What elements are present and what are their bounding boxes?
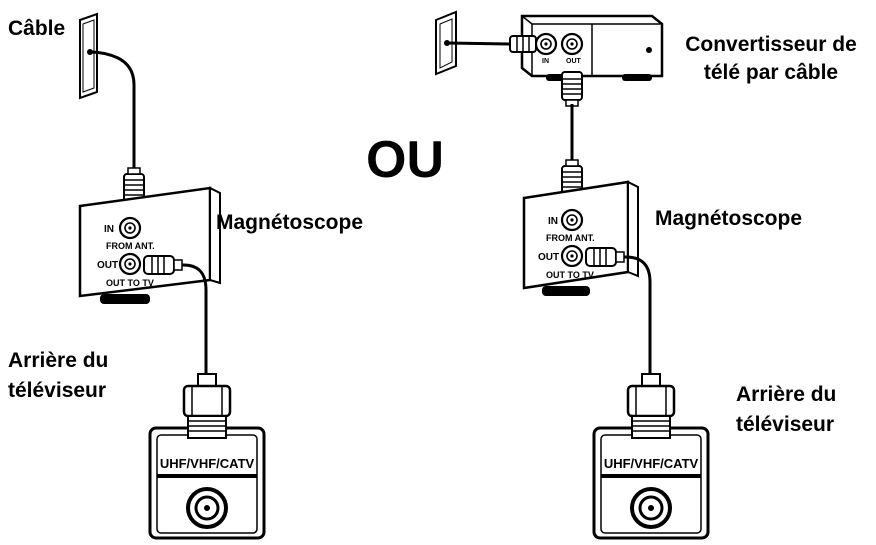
right-cable-converter: IN OUT xyxy=(520,14,664,81)
left-cable-vcr-to-tv xyxy=(181,263,208,376)
left-wall-outlet xyxy=(79,12,98,100)
left-vcr-in-label: IN xyxy=(104,224,114,235)
left-cable-wall-to-vcr xyxy=(89,50,136,178)
left-tv-label-line2: téléviseur xyxy=(8,379,107,402)
right-tv-panel-label: UHF/VHF/CATV xyxy=(604,456,699,471)
right-vcr-in-label: IN xyxy=(548,216,558,227)
right-tv-label-line2: téléviseur xyxy=(736,413,835,436)
right-converter-out-jack xyxy=(560,32,584,56)
left-vcr-label: Magnétoscope xyxy=(216,211,364,234)
left-diagram: IN FROM ANT. OUT OUT TO TV UHF/VHF/CATV xyxy=(78,12,266,540)
right-converter-out-connector xyxy=(561,71,583,107)
right-vcr-from-ant-label: FROM ANT. xyxy=(546,233,595,243)
right-cable-wall-to-converter xyxy=(446,41,513,46)
right-converter-label-line1: Convertisseur de xyxy=(685,33,857,56)
right-tv-back: UHF/VHF/CATV xyxy=(592,426,710,540)
right-vcr-out-to-tv-label: OUT TO TV xyxy=(546,270,594,280)
right-vcr-out-label: OUT xyxy=(538,252,559,263)
or-separator: OU xyxy=(366,131,444,189)
left-tv-label-line1: Arrière du xyxy=(8,349,109,372)
left-tv-back: UHF/VHF/CATV xyxy=(148,426,266,540)
right-vcr-in-jack xyxy=(560,208,584,232)
left-vcr-from-ant-label: FROM ANT. xyxy=(106,241,155,251)
right-converter-label-line2: télé par câble xyxy=(703,61,839,84)
right-converter-out-label: OUT xyxy=(566,58,582,65)
right-vcr-out-connector xyxy=(585,247,625,267)
left-vcr-out-connector xyxy=(143,255,183,275)
right-wall-outlet xyxy=(435,10,457,76)
right-vcr-label: Magnétoscope xyxy=(655,207,803,230)
left-vcr-in-jack xyxy=(118,216,142,240)
right-diagram: IN OUT IN FROM ANT. OUT OUT TO TV xyxy=(435,10,710,540)
right-vcr: IN FROM ANT. OUT OUT TO TV xyxy=(522,180,639,296)
right-vcr-out-jack xyxy=(560,244,584,268)
right-converter-in-connector xyxy=(509,35,537,53)
left-cable-label: Câble xyxy=(8,17,66,40)
left-vcr: IN FROM ANT. OUT OUT TO TV xyxy=(78,186,221,304)
left-vcr-out-jack xyxy=(118,252,142,276)
left-vcr-out-to-tv-label: OUT TO TV xyxy=(106,278,154,288)
right-converter-in-jack xyxy=(534,32,558,56)
left-vcr-out-label: OUT xyxy=(97,260,118,271)
right-tv-connector xyxy=(626,373,676,439)
left-tv-connector xyxy=(182,373,232,439)
left-tv-panel-label: UHF/VHF/CATV xyxy=(160,456,255,471)
right-tv-label-line1: Arrière du xyxy=(736,383,837,406)
right-cable-vcr-to-tv xyxy=(623,255,652,376)
right-converter-in-label: IN xyxy=(542,58,549,65)
